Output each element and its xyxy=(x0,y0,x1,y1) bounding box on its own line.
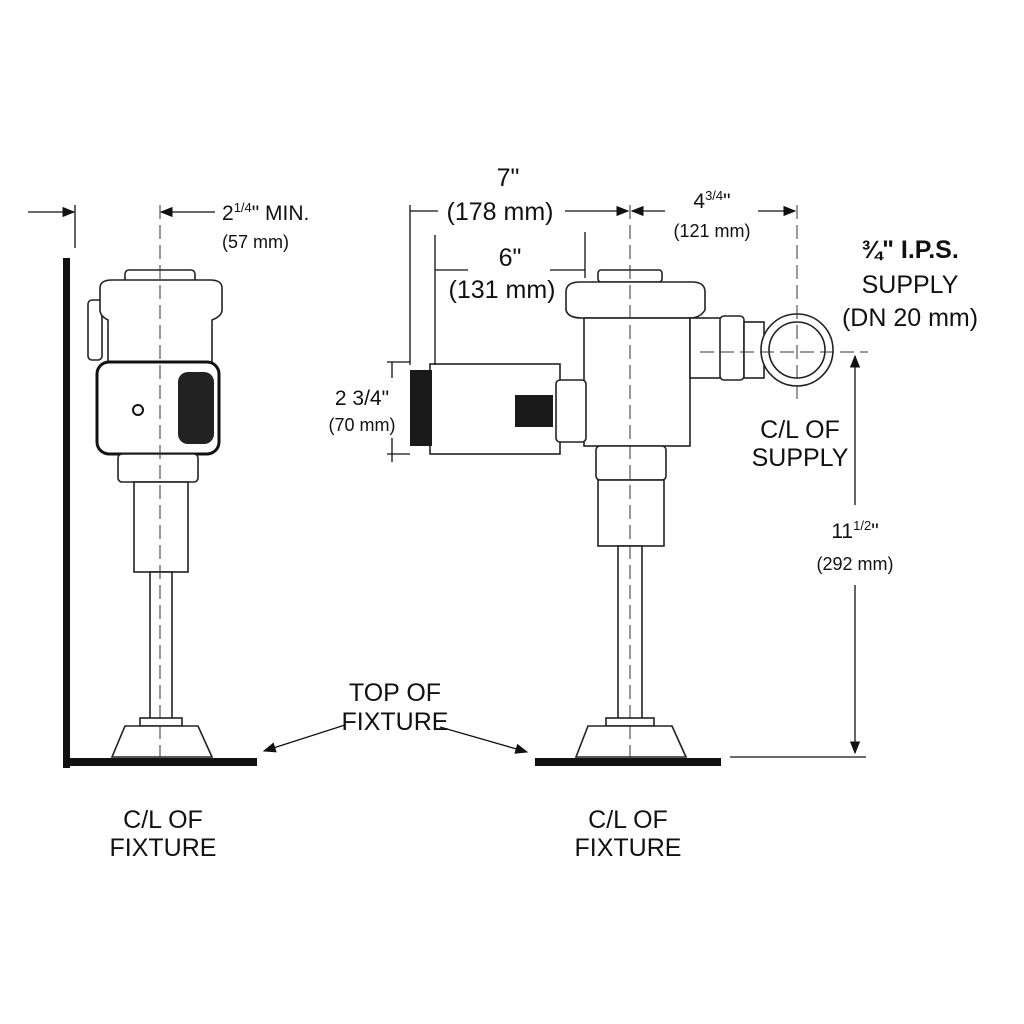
top-of-fixture-label: TOP OF xyxy=(349,679,441,707)
overall-length-metric: (178 mm) xyxy=(447,198,554,226)
rough-in-height-dimension: 111/2" xyxy=(831,518,878,543)
sensor-length-dimension: 6" xyxy=(499,244,522,272)
fixture-top-right xyxy=(535,758,721,766)
fixture-centerline-label-right: C/L OF xyxy=(588,806,668,834)
supply-centerline-label-2: SUPPLY xyxy=(752,444,849,472)
top-of-fixture-callout: TOP OF FIXTURE xyxy=(262,679,529,754)
fixture-centerline-label-right-2: FIXTURE xyxy=(575,834,682,862)
rough-in-height-metric: (292 mm) xyxy=(816,554,893,574)
wall-offset-metric: (57 mm) xyxy=(222,232,289,252)
supply-label: SUPPLY xyxy=(862,271,959,299)
sensor-height-metric: (70 mm) xyxy=(329,415,396,435)
right-front-view: 7" (178 mm) 6" (131 mm) 43/4" (121 mm) ¾… xyxy=(329,164,979,862)
sensor-height-dimension: 2 3/4" xyxy=(335,387,389,410)
fixture-centerline-label-left-2: FIXTURE xyxy=(110,834,217,862)
wall-offset-dimension: 21/4" MIN. xyxy=(222,200,309,225)
supply-offset-metric: (121 mm) xyxy=(673,221,750,241)
supply-metric-label: (DN 20 mm) xyxy=(842,304,978,332)
overall-length-dimension: 7" xyxy=(497,164,520,192)
supply-centerline-label: C/L OF xyxy=(760,416,840,444)
top-of-fixture-label-2: FIXTURE xyxy=(342,708,449,736)
supply-offset-dimension: 43/4" xyxy=(693,188,730,213)
fixture-top-left xyxy=(63,758,257,766)
supply-size-label: ¾" I.P.S. xyxy=(861,236,959,264)
fixture-centerline-label-left: C/L OF xyxy=(123,806,203,834)
left-side-view: 21/4" MIN. (57 mm) C/L OF FIXTURE xyxy=(28,200,309,862)
wall xyxy=(63,258,70,768)
sensor-length-metric: (131 mm) xyxy=(449,276,556,304)
